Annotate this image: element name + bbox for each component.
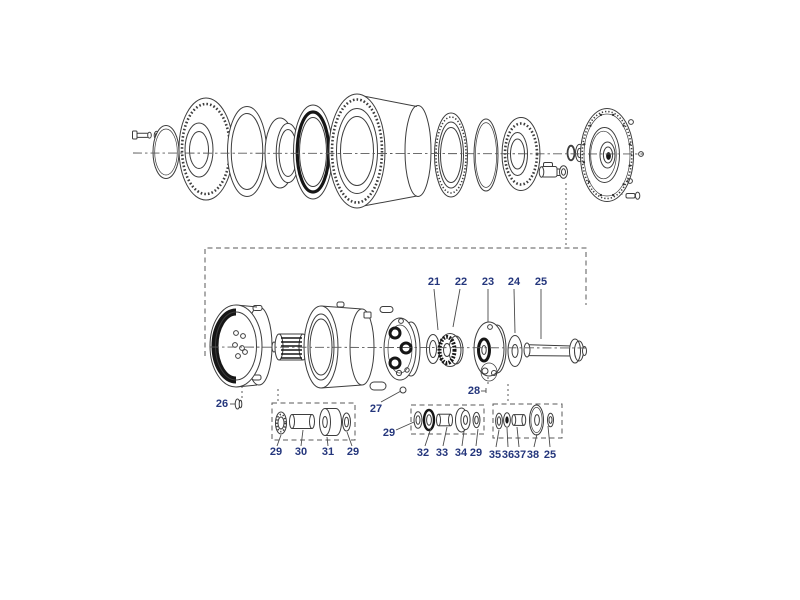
callout-label-24: 24 (508, 276, 521, 288)
callout-label-35: 35 (489, 449, 501, 461)
callout-label-32: 32 (417, 447, 429, 459)
ring-25-right (547, 412, 554, 428)
bushing-36 (503, 412, 511, 428)
callout-label-36: 36 (502, 449, 514, 461)
ring-29-mid (413, 411, 423, 429)
planet-carrier (383, 317, 421, 381)
shaft-25 (523, 338, 587, 364)
callout-label-29: 29 (347, 446, 359, 458)
callout-leader-29 (276, 434, 282, 447)
detail-box-right (492, 403, 563, 439)
callout-leader-24 (513, 288, 516, 334)
callout-label-27: 27 (370, 403, 382, 415)
ring-35 (495, 412, 503, 430)
callout-label-29: 29 (383, 427, 395, 439)
bearing-cone-ring (434, 112, 468, 198)
callout-leader-35 (495, 429, 500, 448)
seal-32 (422, 408, 436, 432)
tapered-roller-bearing (178, 97, 234, 201)
callout-leader-27 (380, 390, 402, 403)
callout-label-23: 23 (482, 276, 494, 288)
top-centerline (132, 152, 644, 155)
oval-seal (152, 125, 180, 179)
step-bolt (538, 162, 568, 179)
callout-leader-32 (424, 427, 432, 447)
ring-29-left2 (342, 412, 351, 432)
callout-label-28: 28 (468, 385, 480, 397)
bearing-race-ring (227, 106, 267, 197)
callout-leader-37 (516, 426, 520, 448)
carrier-23 (473, 321, 507, 382)
pin-26 (234, 398, 243, 410)
callout-leader-38 (533, 433, 538, 448)
retaining-ring (293, 104, 333, 200)
roller-31 (319, 408, 342, 436)
hub-drum (328, 93, 432, 209)
callout-label-37: 37 (514, 449, 526, 461)
callout-label-38: 38 (527, 449, 539, 461)
splined-coupling-22 (437, 333, 464, 367)
callout-label-33: 33 (436, 447, 448, 459)
callout-label-29: 29 (270, 446, 282, 458)
cover-fasteners (625, 119, 644, 200)
callout-label-22: 22 (455, 276, 467, 288)
ring-29-mid2 (472, 411, 481, 429)
callout-leader-30 (300, 429, 304, 447)
end-cover (580, 108, 634, 202)
callout-leader-29 (475, 428, 479, 447)
callout-leader-33 (442, 426, 448, 447)
ring-29-left (275, 411, 287, 435)
callout-label-34: 34 (455, 447, 468, 459)
callout-leader-22 (452, 288, 461, 328)
detail-box-middle (410, 404, 485, 435)
callout-label-30: 30 (295, 446, 307, 458)
callout-leader-29 (346, 431, 353, 447)
callout-leader-29 (395, 421, 415, 431)
gasket-oval (473, 118, 499, 192)
callout-label-21: 21 (428, 276, 440, 288)
callout-leader-21 (433, 288, 439, 331)
plug-27 (399, 386, 407, 394)
ring-gear (209, 304, 273, 388)
callout-label-29: 29 (470, 447, 482, 459)
callout-label-25: 25 (535, 276, 547, 288)
callout-label-31: 31 (322, 446, 334, 458)
callout-leader-25 (547, 425, 551, 448)
middle-row-assembly (209, 301, 587, 410)
bushing-34 (455, 407, 471, 433)
callout-label-26: 26 (216, 398, 228, 410)
callout-leader-31 (326, 436, 329, 447)
top-row-assembly (132, 93, 644, 209)
callout-leader-34 (461, 430, 465, 447)
middle-centerline (209, 346, 587, 349)
drum-housing (303, 301, 394, 391)
pin-30 (289, 414, 315, 429)
pin-37 (511, 414, 527, 426)
callout-label-25: 25 (544, 449, 556, 461)
detail-box-left (271, 402, 356, 441)
disc-38 (529, 404, 544, 436)
cover-rim-holes (582, 113, 631, 197)
pin-33 (436, 413, 453, 427)
washer-24 (507, 335, 523, 367)
callout-leader-36 (506, 427, 509, 448)
